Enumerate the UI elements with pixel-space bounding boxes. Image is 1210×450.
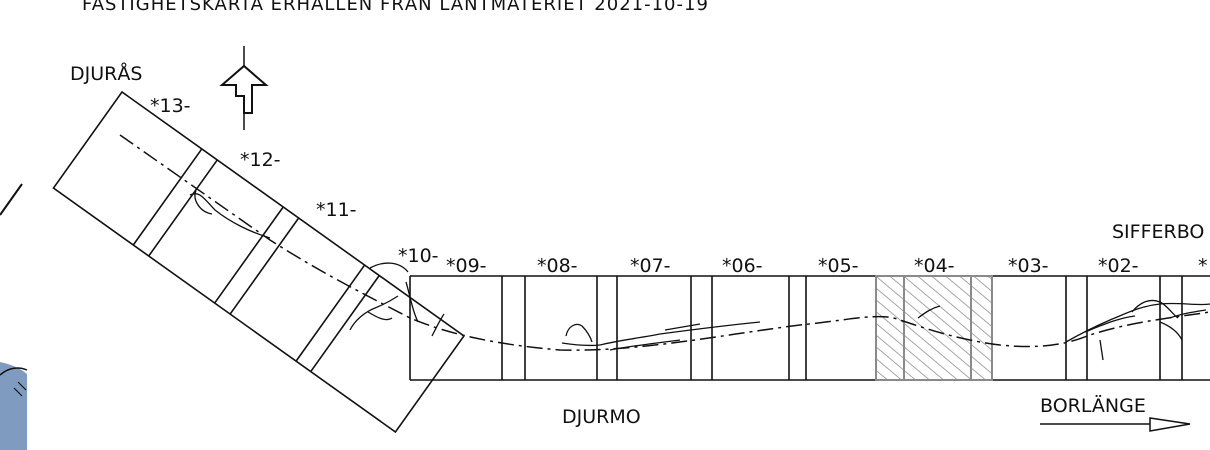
map-water-edge (0, 367, 28, 376)
sheet-label-highlighted: *04- (914, 255, 955, 277)
horizontal-sheet-strip (409, 275, 1210, 381)
map-water-fragment (0, 362, 27, 450)
place-label-djuras: DJURÅS (70, 62, 142, 85)
sheet-label: *05- (818, 255, 859, 277)
tilted-sheet-strip (52, 90, 466, 434)
map-edge-line (0, 183, 23, 216)
sheet-label: *12- (240, 149, 281, 171)
north-arrow-icon (219, 46, 269, 130)
sheet-label: *07- (630, 255, 671, 277)
highlighted-sheet (875, 275, 993, 381)
map-water-mark (13, 381, 27, 397)
river-lines (189, 189, 1210, 361)
sheet-label: *08- (537, 255, 578, 277)
sheet-label: *06- (722, 255, 763, 277)
sheet-label: *09- (446, 255, 487, 277)
sheet-label: *13- (150, 95, 191, 117)
road-centerline (119, 134, 1210, 351)
sheet-label: * (1198, 255, 1208, 277)
sheet-labels: *13- *12- *11- *10- *09- *08- *07- *06- … (150, 95, 1208, 277)
sheet-label: *02- (1098, 255, 1139, 277)
place-label-sifferbo: SIFFERBO (1112, 221, 1204, 243)
header-text: FASTIGHETSKARTA ERHÅLLEN FRÅN LANTMÄTERI… (82, 0, 709, 15)
place-label-borlange: BORLÄNGE (1040, 394, 1146, 417)
direction-arrow-icon (1040, 417, 1191, 432)
sheet-label: *11- (316, 199, 357, 221)
sheet-label: *10- (398, 245, 439, 267)
place-label-djurmo: DJURMO (562, 406, 641, 428)
sheet-label: *03- (1008, 255, 1049, 277)
